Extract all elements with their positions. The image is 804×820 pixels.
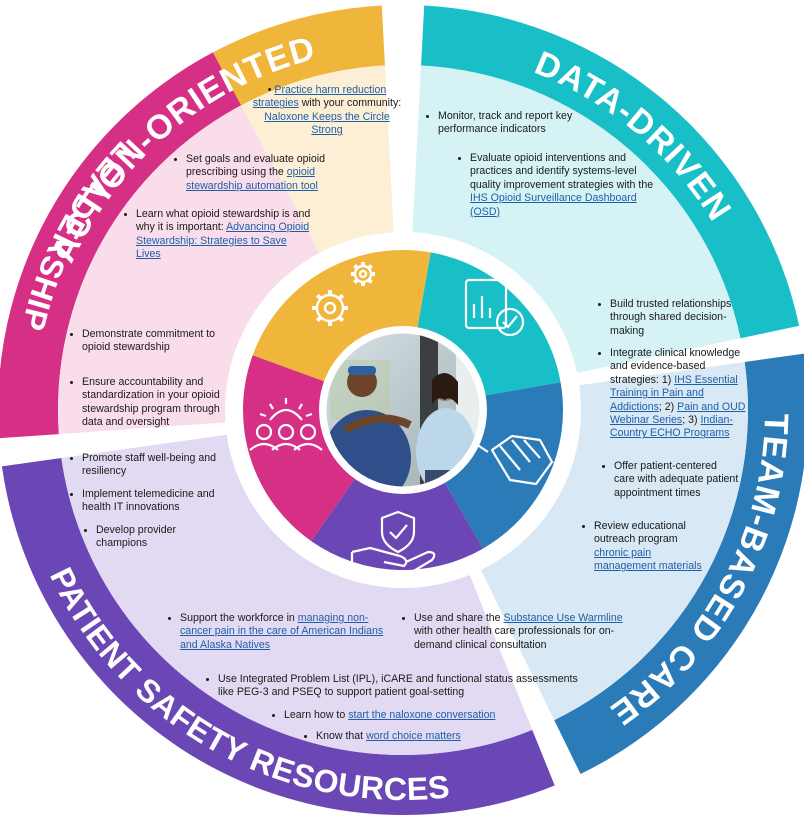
practice-harm-reduction-link[interactable]: Practice harm reduction strategies [252, 84, 387, 110]
word-choice-link[interactable]: word choice matters [366, 730, 461, 742]
leadership-item-4: Implement telemedicine and health IT inn… [72, 488, 232, 521]
patient-item-2: Use and share the Substance Use Warmline… [404, 612, 632, 658]
action-item-3: Learn what opioid stewardship is and why… [126, 208, 311, 268]
leadership-panel [58, 105, 320, 435]
advancing-stewardship-link[interactable]: Advancing Opioid Stewardship: Strategies… [136, 221, 310, 261]
team-item-4: Review educational outreach program chro… [584, 520, 704, 580]
data-item-1: Monitor, track and report key performanc… [428, 110, 608, 143]
pain-oud-webinar-link[interactable]: Pain and OUD Webinar Series [610, 400, 746, 427]
team-outer-band [554, 353, 804, 775]
ihs-essential-training-link[interactable]: IHS Essential Training in Pain and Addic… [610, 373, 738, 413]
report-check-icon [464, 278, 525, 337]
outer-ring [0, 5, 804, 816]
hands-together-icon [475, 434, 567, 486]
patient-panel [61, 434, 533, 755]
action-item-2: Set goals and evaluate opioid prescribin… [176, 153, 366, 199]
naloxone-circle-link[interactable]: Naloxone Keeps the Circle Strong [264, 110, 390, 137]
people-sunrise-icon [249, 398, 323, 451]
data-panel [412, 65, 741, 373]
non-cancer-pain-link[interactable]: managing non-cancer pain in the care of … [180, 612, 384, 651]
patient-item-5: Know that word choice matters [306, 730, 536, 749]
patient-outer-band [1, 458, 555, 816]
patient-item-3: Use Integrated Problem List (IPL), iCARE… [208, 673, 578, 706]
naloxone-conversation-link[interactable]: start the naloxone conversation [348, 709, 496, 721]
data-item-2: Evaluate opioid interventions and practi… [460, 152, 665, 225]
team-item-3: Offer patient-centered care with adequat… [604, 460, 740, 506]
data-outer-band [421, 5, 800, 339]
leadership-item-3: Promote staff well-being and resiliency [72, 452, 222, 485]
leadership-item-1: Demonstrate commitment to opioid steward… [72, 328, 222, 361]
patient-inner-wedge [311, 477, 483, 570]
substance-use-warmline-link[interactable]: Substance Use Warmline [503, 612, 623, 624]
leadership-item-2: Ensure accountability and standardizatio… [72, 376, 222, 436]
team-panel [481, 361, 748, 721]
patient-item-4: Learn how to start the naloxone conversa… [274, 709, 564, 728]
osd-dashboard-link[interactable]: IHS Opioid Surveillance Dashboard (OSD) [470, 192, 637, 218]
patient-item-1: Support the workforce in managing non-ca… [170, 612, 390, 658]
team-inner-wedge [444, 382, 563, 549]
gears-icon [312, 262, 375, 326]
hand-shield-icon [350, 510, 436, 580]
action-item-1: • Practice harm reduction strategies wit… [252, 84, 402, 137]
leadership-outer-band [0, 52, 242, 439]
automation-tool-link[interactable]: opioid stewardship automation tool [186, 166, 318, 192]
chronic-pain-materials-link[interactable]: chronic pain management materials [594, 546, 702, 573]
leadership-item-5: Develop provider champions [86, 524, 216, 557]
team-item-2: Integrate clinical knowledge and evidenc… [600, 347, 746, 447]
echo-programs-link[interactable]: Indian-Country ECHO Programs [610, 414, 733, 440]
data-inner-wedge [417, 252, 561, 396]
team-item-1: Build trusted relationships through shar… [600, 298, 732, 344]
